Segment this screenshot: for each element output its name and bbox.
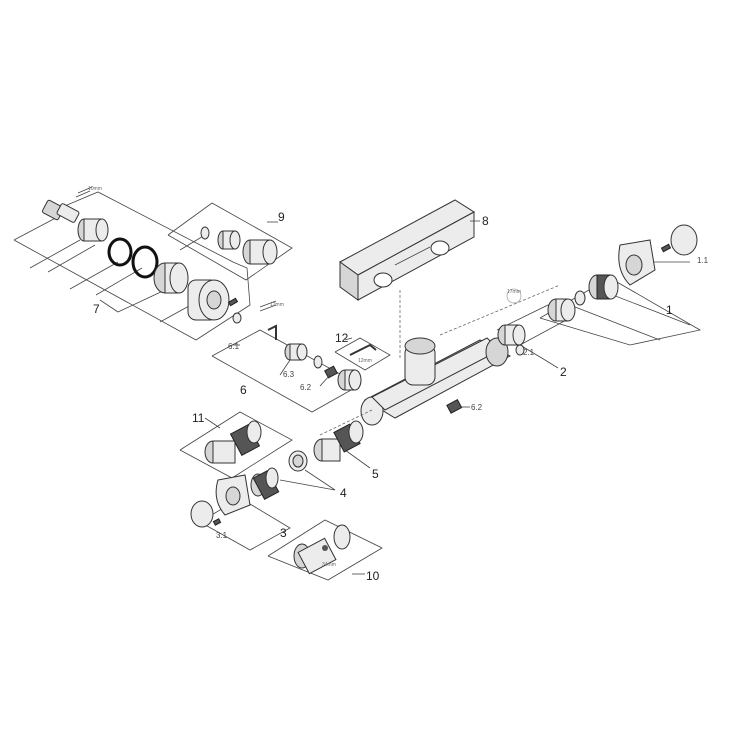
callout-10: 10 bbox=[366, 569, 380, 583]
socket-icon bbox=[506, 288, 522, 304]
spanner-icon: 10mm bbox=[75, 186, 102, 198]
group-4: 4 bbox=[279, 450, 347, 500]
assembly-tool-part bbox=[293, 524, 351, 575]
callout-12: 12 bbox=[335, 331, 349, 345]
thermostatic-cartridge-part bbox=[313, 420, 364, 462]
leader-line bbox=[69, 261, 119, 290]
leader-line bbox=[344, 449, 371, 469]
callout-6: 6 bbox=[240, 383, 247, 397]
leader-line bbox=[319, 374, 331, 387]
leader-line bbox=[204, 417, 221, 429]
bush-part bbox=[574, 290, 586, 306]
group-9: 10 9 bbox=[167, 202, 293, 281]
group-12: 12mm 12 bbox=[334, 331, 391, 371]
sleeve-part bbox=[77, 218, 109, 242]
seal-part bbox=[313, 355, 323, 369]
group-6: 6.1 6.3 6.2 6 bbox=[211, 324, 362, 413]
seal-part bbox=[200, 226, 210, 240]
sleeve-part bbox=[242, 239, 278, 265]
spanner-icon: 12mm bbox=[259, 300, 284, 312]
spindle-part bbox=[41, 199, 80, 223]
callout-3-1: 3.1 bbox=[216, 531, 228, 540]
callout-1: 1 bbox=[666, 303, 673, 317]
group-1: 1.1 1 bbox=[539, 224, 709, 346]
group-7: 10mm 12mm 7 bbox=[13, 186, 284, 341]
group-1-frame bbox=[539, 277, 702, 346]
callout-2-1: 2.1 bbox=[523, 348, 535, 357]
leader-line bbox=[569, 304, 661, 341]
screw-part bbox=[212, 518, 222, 526]
leader-line bbox=[95, 267, 143, 296]
cap-part bbox=[670, 224, 698, 256]
check-valve-part bbox=[284, 343, 308, 361]
leader-line bbox=[279, 479, 336, 491]
filter-6-2: 6.2 bbox=[446, 398, 483, 414]
allen-key-icon bbox=[267, 324, 277, 340]
splined-nut-part bbox=[153, 262, 189, 294]
spline-adapter-part bbox=[547, 298, 576, 322]
group-10: 34mm 10 bbox=[267, 519, 383, 583]
leader-line bbox=[544, 359, 559, 369]
leader-line bbox=[117, 289, 166, 313]
group-11: 11 bbox=[179, 411, 293, 479]
callout-6-3: 6.3 bbox=[283, 370, 295, 379]
flow-handle-part bbox=[215, 474, 251, 516]
leader-line bbox=[47, 244, 96, 273]
callout-7: 7 bbox=[93, 302, 100, 316]
cartridge-part bbox=[588, 274, 619, 300]
callout-6-1: 6.1 bbox=[228, 342, 240, 351]
screw-part bbox=[660, 243, 672, 253]
svg-text:17mm: 17mm bbox=[507, 289, 521, 295]
leader-line bbox=[99, 299, 119, 313]
o-ring-small bbox=[107, 237, 133, 267]
leader-line bbox=[279, 359, 291, 376]
svg-text:12mm: 12mm bbox=[270, 302, 284, 308]
group-12-frame bbox=[334, 337, 391, 371]
assembly-line bbox=[439, 284, 561, 336]
union-nut-part bbox=[337, 369, 362, 391]
group-11-frame bbox=[179, 411, 293, 479]
leader-line bbox=[29, 239, 81, 269]
cartridge-part bbox=[250, 467, 280, 501]
group-8: 8 bbox=[339, 199, 489, 360]
callout-3: 3 bbox=[280, 526, 287, 540]
callout-4: 4 bbox=[340, 486, 347, 500]
filter-part bbox=[446, 398, 463, 414]
screw-part bbox=[227, 297, 239, 307]
o-ring-large bbox=[131, 245, 159, 279]
svg-text:12mm: 12mm bbox=[358, 358, 372, 364]
washer-part bbox=[232, 312, 242, 324]
callout-2: 2 bbox=[560, 365, 567, 379]
temperature-handle-part bbox=[187, 279, 230, 321]
filter-part bbox=[324, 365, 338, 379]
group-3: 3.1 3 bbox=[190, 467, 291, 551]
leader-line bbox=[304, 469, 336, 491]
leader-line bbox=[179, 234, 206, 251]
allen-key-icon bbox=[349, 343, 377, 356]
svg-text:10mm: 10mm bbox=[88, 186, 102, 192]
cap-part bbox=[190, 500, 214, 528]
callout-11: 11 bbox=[192, 411, 205, 425]
check-valve-part bbox=[497, 324, 526, 346]
callout-6-2-right: 6.2 bbox=[471, 403, 483, 412]
callout-5: 5 bbox=[372, 467, 379, 481]
callout-6-2: 6.2 bbox=[300, 383, 312, 392]
callout-9-label: 9 bbox=[278, 210, 285, 224]
cover-plate-part bbox=[339, 199, 475, 301]
leader-line bbox=[519, 344, 546, 361]
callout-8: 8 bbox=[482, 214, 489, 228]
cartridge-part bbox=[217, 230, 241, 250]
svg-text:34mm: 34mm bbox=[322, 562, 336, 568]
leader-line bbox=[344, 337, 353, 341]
cartridge-part bbox=[204, 420, 262, 464]
group-9-frame bbox=[167, 202, 293, 281]
group-5: 5 bbox=[313, 420, 379, 481]
group-2: 17mm 2.1 2 bbox=[496, 288, 571, 379]
seal-part bbox=[515, 344, 525, 356]
mixer-body bbox=[319, 284, 561, 436]
flow-handle-part bbox=[618, 239, 656, 286]
callout-1-1: 1.1 bbox=[697, 256, 709, 265]
